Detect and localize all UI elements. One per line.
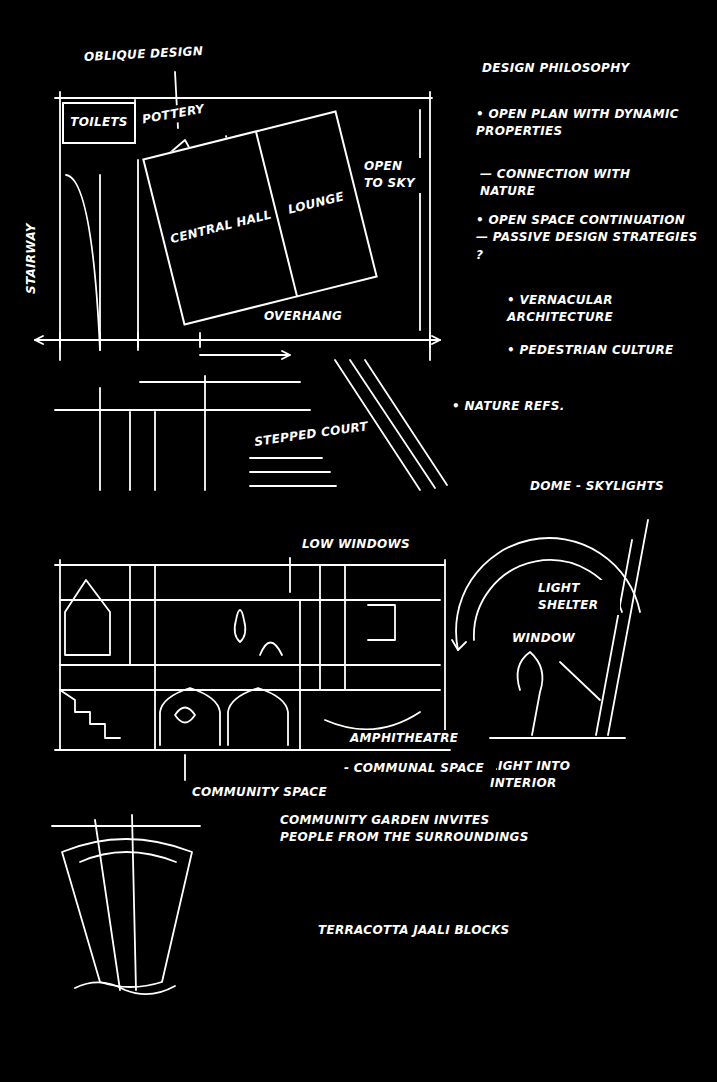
plan-drawing-stroke <box>137 160 139 350</box>
plan-drawing <box>35 72 440 360</box>
sketch-note: • OPEN SPACE CONTINUATION — PASSIVE DESI… <box>474 212 703 264</box>
elevation-drawing-stroke <box>235 610 246 642</box>
section-drawing-stroke <box>140 381 300 383</box>
sketch-note: OPEN TO SKY <box>362 158 424 193</box>
elevation-drawing-stroke <box>65 580 110 655</box>
dome-section-stroke <box>608 520 648 735</box>
dome-section-stroke <box>452 640 466 650</box>
plan-drawing-stroke <box>419 110 421 330</box>
jaali-block-stroke <box>95 815 136 990</box>
elevation-drawing-stroke <box>184 755 186 780</box>
dome-section <box>452 520 648 738</box>
sketch-note: POTTERY <box>139 100 208 129</box>
sketch-note: AMPHITHEATRE <box>348 730 460 747</box>
plan-drawing-stroke <box>429 92 431 360</box>
sketch-note: LIGHT INTO INTERIOR <box>488 758 642 793</box>
plan-drawing-stroke <box>66 175 100 350</box>
dome-section-stroke <box>490 737 625 739</box>
dome-section-stroke <box>456 538 640 650</box>
sketch-note: • OPEN PLAN WITH DYNAMIC PROPERTIES <box>474 106 703 141</box>
elevation-drawing-stroke <box>325 712 420 729</box>
room-label: TOILETS <box>66 110 132 135</box>
sketch-note: STAIRWAY <box>23 221 40 296</box>
oblique-block: CENTRAL HALLLOUNGE <box>142 110 378 325</box>
elevation-drawing-stroke <box>228 688 288 745</box>
plan-drawing-stroke <box>59 92 61 360</box>
sketch-note: DOME - SKYLIGHTS <box>528 478 666 495</box>
plan-drawing-stroke <box>35 336 43 344</box>
sketch-note: • NATURE REFS. <box>450 398 567 415</box>
section-drawing <box>55 360 447 490</box>
elevation-drawing-stroke <box>55 749 450 751</box>
elevation-drawing-stroke <box>60 599 440 601</box>
sketch-note: COMMUNITY GARDEN INVITES PEOPLE FROM THE… <box>278 812 532 847</box>
sketch-note: COMMUNITY SPACE <box>190 784 329 801</box>
elevation-drawing-stroke <box>289 558 291 592</box>
dome-section-stroke <box>474 560 622 640</box>
sketch-note: DESIGN PHILOSOPHY <box>480 60 632 77</box>
section-drawing-stroke <box>204 376 206 490</box>
sketch-note: • PEDESTRIAN CULTURE <box>505 342 714 359</box>
elevation-drawing-stroke <box>160 688 220 745</box>
jaali-block-stroke <box>75 982 175 994</box>
jaali-block-stroke <box>52 825 200 827</box>
sketch-note: OVERHANG <box>262 308 344 325</box>
sketch-note: — CONNECTION WITH NATURE <box>478 166 642 201</box>
elevation-drawing-stroke <box>260 643 282 656</box>
elevation-drawing-stroke <box>59 560 61 750</box>
jaali-block <box>52 815 200 994</box>
section-drawing-stroke <box>154 412 156 490</box>
plan-drawing-stroke <box>55 97 432 99</box>
section-drawing-stroke <box>129 412 131 490</box>
plan-drawing-stroke <box>60 333 430 347</box>
elevation-drawing-stroke <box>55 564 445 566</box>
elevation-drawing-stroke <box>368 605 395 640</box>
elevation-drawing-stroke <box>130 565 345 750</box>
dome-section-stroke <box>518 652 543 735</box>
elevation-drawing-stroke <box>60 664 440 666</box>
dome-section-stroke <box>596 540 632 735</box>
plan-drawing-stroke <box>432 336 440 344</box>
sketch-note: TERRACOTTA JAALI BLOCKS <box>316 922 512 939</box>
section-drawing-stroke <box>250 458 336 486</box>
sketch-note: WINDOW <box>510 630 577 647</box>
dome-section-stroke <box>560 662 600 700</box>
sketch-note: • VERNACULAR ARCHITECTURE <box>505 292 669 327</box>
room-label: CENTRAL HALL <box>164 202 279 254</box>
jaali-block-stroke <box>80 852 176 862</box>
sketch-note: - COMMUNAL SPACE <box>342 760 496 777</box>
room-box: TOILETS <box>62 102 136 144</box>
section-drawing-stroke <box>55 409 310 411</box>
room-label: LOUNGE <box>282 184 351 224</box>
sketch-note: LOW WINDOWS <box>300 536 412 553</box>
sketch-note: LIGHT SHELTER <box>536 580 620 615</box>
plan-drawing-stroke <box>35 339 440 341</box>
elevation-drawing-stroke <box>444 560 446 740</box>
section-drawing-stroke <box>99 388 101 490</box>
elevation-drawing-stroke <box>60 690 120 738</box>
elevation-drawing-stroke <box>175 708 195 723</box>
jaali-block-stroke <box>62 839 192 987</box>
plan-drawing-stroke <box>99 175 101 350</box>
plan-drawing-stroke <box>200 351 290 359</box>
sketch-note: STEPPED COURT <box>251 418 371 452</box>
sketch-note: OBLIQUE DESIGN <box>82 43 206 67</box>
